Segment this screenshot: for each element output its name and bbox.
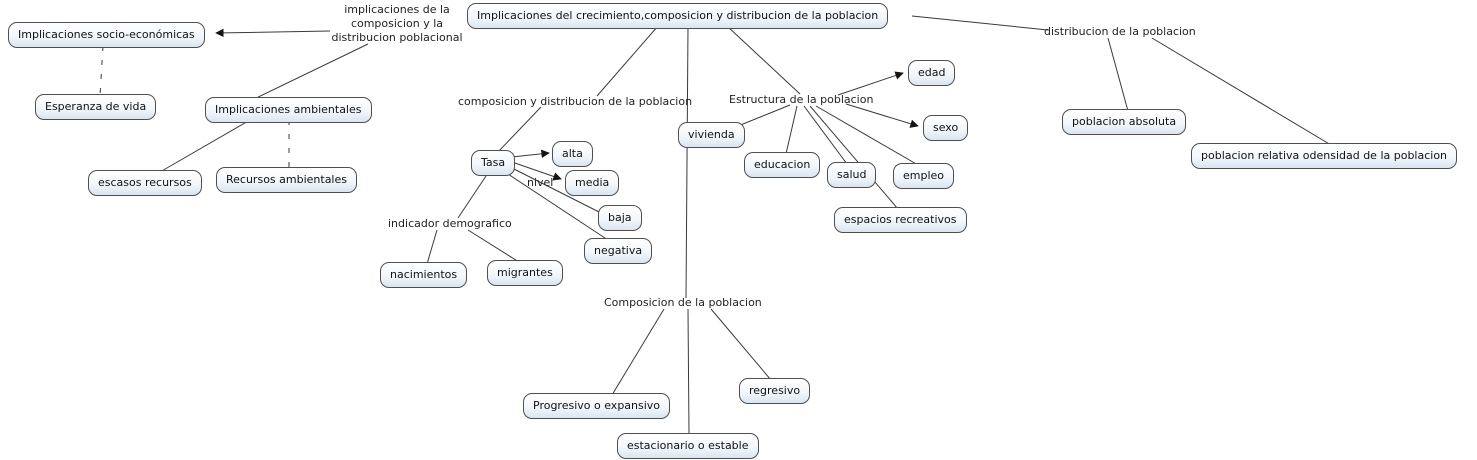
edge-estructura-to-educacion bbox=[785, 105, 798, 155]
concept-empleo[interactable]: empleo bbox=[893, 163, 955, 189]
edge-main-to-distribucion bbox=[911, 15, 1049, 31]
concept-progresivo-expansivo[interactable]: Progresivo o expansivo bbox=[523, 393, 671, 419]
concept-salud[interactable]: salud bbox=[827, 162, 877, 188]
concept-recursos-ambientales[interactable]: Recursos ambientales bbox=[216, 167, 357, 193]
link-label-estructura[interactable]: Estructura de la poblacion bbox=[729, 93, 874, 106]
concept-poblacion-relativa[interactable]: poblacion relativa odensidad de la pobla… bbox=[1191, 143, 1458, 169]
concept-edad[interactable]: edad bbox=[908, 60, 956, 86]
concept-esperanza-de-vida[interactable]: Esperanza de vida bbox=[35, 94, 157, 120]
edge-estructura-to-edad bbox=[837, 71, 904, 96]
edge-implicaciones-to-ambientales bbox=[251, 43, 369, 101]
concept-estacionario-estable[interactable]: estacionario o estable bbox=[617, 433, 759, 459]
concept-main-title[interactable]: Implicaciones del crecimiento,composicio… bbox=[467, 3, 889, 29]
concept-vivienda[interactable]: vivienda bbox=[678, 122, 745, 148]
edge-distribucion-to-relativa bbox=[1151, 37, 1332, 146]
edge-main-to-composicion-poblacion bbox=[685, 25, 689, 299]
concept-sexo[interactable]: sexo bbox=[923, 115, 969, 141]
concept-migrantes[interactable]: migrantes bbox=[487, 260, 563, 286]
edge-composicion-to-regresivo bbox=[710, 308, 772, 381]
edge-tasa-to-baja bbox=[511, 167, 602, 214]
edge-indicador-to-migrantes bbox=[467, 229, 520, 263]
concept-espacios-recreativos[interactable]: espacios recreativos bbox=[834, 207, 967, 233]
concept-implicaciones-ambientales[interactable]: Implicaciones ambientales bbox=[205, 97, 372, 123]
concept-nacimientos[interactable]: nacimientos bbox=[380, 262, 468, 288]
concept-regresivo[interactable]: regresivo bbox=[739, 378, 811, 404]
concept-media[interactable]: media bbox=[565, 170, 620, 196]
concept-implicaciones-socio-economicas[interactable]: Implicaciones socio-económicas bbox=[8, 22, 205, 48]
concept-baja[interactable]: baja bbox=[598, 205, 642, 231]
concept-tasa[interactable]: Tasa bbox=[471, 150, 516, 176]
edge-implicaciones-to-socio bbox=[215, 28, 331, 38]
link-label-distribucion[interactable]: distribucion de la poblacion bbox=[1044, 25, 1196, 38]
edge-composicion-to-estacionario bbox=[687, 308, 690, 436]
edge-main-to-estructura bbox=[726, 25, 801, 95]
link-label-composicion-distribucion[interactable]: composicion y distribucion de la poblaci… bbox=[458, 95, 693, 108]
edge-composicion-distribucion-to-tasa bbox=[496, 106, 542, 154]
concept-educacion[interactable]: educacion bbox=[744, 152, 821, 178]
edge-estructura-to-empleo bbox=[815, 105, 919, 166]
link-label-implicaciones-composicion[interactable]: implicaciones de la composicion y la dis… bbox=[331, 3, 463, 44]
concept-escasos-recursos[interactable]: escasos recursos bbox=[88, 170, 202, 196]
edge-tasa-to-media bbox=[511, 161, 562, 181]
edge-socio-to-esperanza bbox=[99, 45, 104, 97]
edge-tasa-to-negativa bbox=[507, 173, 609, 241]
edge-indicador-to-nacimientos bbox=[426, 229, 438, 265]
concept-poblacion-absoluta[interactable]: poblacion absoluta bbox=[1062, 109, 1187, 135]
edge-main-to-composicion-distribucion bbox=[596, 25, 659, 97]
edge-estructura-to-vivienda bbox=[737, 104, 791, 127]
link-label-nivel[interactable]: nivel bbox=[527, 176, 554, 189]
edge-estructura-to-sexo bbox=[845, 103, 919, 128]
edge-tasa-to-alta bbox=[511, 149, 550, 159]
link-label-indicador-demografico[interactable]: indicador demografico bbox=[388, 217, 512, 230]
edge-distribucion-to-absoluta bbox=[1107, 37, 1129, 112]
edge-tasa-to-indicador bbox=[457, 172, 489, 219]
concept-negativa[interactable]: negativa bbox=[584, 238, 653, 264]
edge-estructura-to-espacios bbox=[809, 105, 899, 210]
edge-ambientales-to-escasos bbox=[159, 119, 251, 173]
edge-composicion-to-progresivo bbox=[611, 308, 665, 396]
link-label-composicion-poblacion[interactable]: Composicion de la poblacion bbox=[604, 296, 762, 309]
concept-alta[interactable]: alta bbox=[552, 141, 593, 167]
edge-estructura-to-salud bbox=[803, 105, 848, 165]
